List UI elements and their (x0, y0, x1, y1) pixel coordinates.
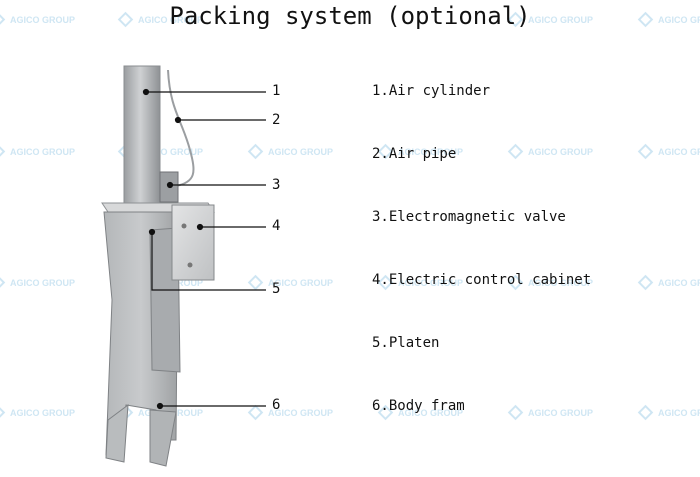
air-cylinder (123, 65, 161, 207)
leader-dot-1 (142, 88, 150, 96)
legend-item-body-frame: 6.Body fram (372, 398, 465, 414)
frame-leg (149, 409, 177, 467)
cabinet-knob (187, 262, 193, 268)
callout-number-4: 4 (272, 218, 281, 234)
callout-number-5: 5 (272, 281, 281, 297)
legend-item-platen: 5.Platen (372, 335, 440, 351)
callout-number-6: 6 (272, 397, 281, 413)
legend-item-electric-control-cabinet: 4.Electric control cabinet (372, 272, 592, 288)
leader-line-5 (151, 232, 266, 291)
legend-item-electromagnetic-valve: 3.Electromagnetic valve (372, 209, 566, 225)
leader-dot-5 (148, 228, 156, 236)
page-title: Packing system (optional) (169, 2, 531, 30)
leader-dot-3 (166, 181, 174, 189)
electric-control-cabinet (171, 204, 215, 281)
cabinet-knob (181, 223, 187, 229)
leader-dot-2 (174, 116, 182, 124)
legend-item-air-pipe: 2.Air pipe (372, 146, 457, 162)
callout-number-1: 1 (272, 83, 281, 99)
callout-number-3: 3 (272, 177, 281, 193)
leader-dot-4 (196, 223, 204, 231)
leader-dot-6 (156, 402, 164, 410)
frame-leg (105, 403, 129, 463)
callout-number-2: 2 (272, 112, 281, 128)
legend-item-air-cylinder: 1.Air cylinder (372, 83, 491, 99)
air-pipe (167, 69, 195, 187)
